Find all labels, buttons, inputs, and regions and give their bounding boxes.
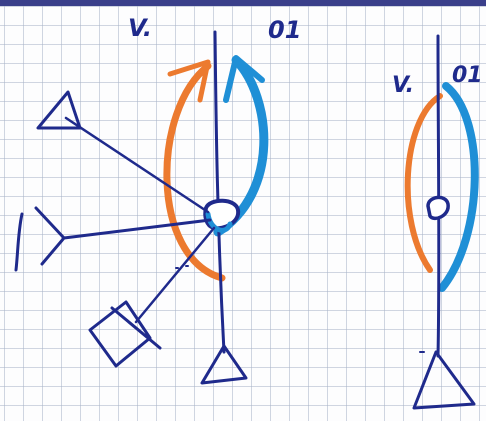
right-orange-arc	[404, 93, 443, 273]
right-label-01: 01	[452, 63, 483, 88]
left-y-symbol	[14, 206, 212, 272]
right-label-v: V.	[392, 73, 414, 98]
left-figure: V. 01	[14, 14, 301, 385]
left-vertical-axis	[213, 30, 226, 354]
right-center-node	[426, 195, 450, 221]
right-figure: V. 01	[392, 34, 483, 410]
left-orange-arrowhead	[167, 59, 211, 103]
left-label-01: 01	[268, 16, 301, 44]
top-edge-strip	[0, 0, 486, 6]
lower-left-diamond	[88, 300, 162, 368]
left-blue-arrowhead	[223, 55, 265, 103]
lower-left-connector	[134, 226, 216, 324]
left-bottom-triangle	[200, 344, 248, 385]
left-dot-marks	[175, 265, 189, 269]
left-orange-arc	[163, 62, 226, 282]
upper-left-triangle	[36, 90, 82, 130]
upper-left-connector	[64, 116, 210, 214]
left-center-node-blue-fill	[205, 211, 233, 233]
right-bottom-triangle	[412, 350, 476, 410]
right-blue-arc	[438, 82, 479, 292]
left-label-v: V.	[128, 14, 152, 42]
